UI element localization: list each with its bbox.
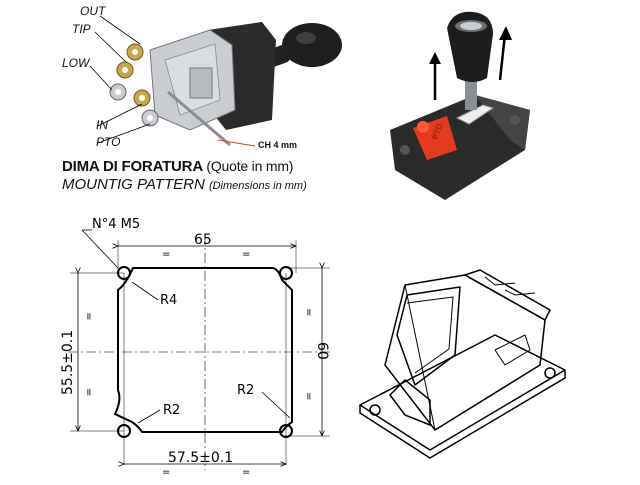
title-english-units: (Dimensions in mm) [208,180,307,192]
radius-r2-bottom: R2 [163,403,180,418]
in-label: IN [96,118,108,132]
dim-60: 60 [314,342,330,360]
eq-right-bottom: = [303,392,314,400]
knob-shape [282,23,342,67]
title-bold: DIMA DI FORATURA [62,158,203,175]
radius-r2-right: R2 [237,383,254,398]
holes-callout: N°4 M5 [92,217,140,232]
title-english: MOUNTIG PATTERN [62,176,205,193]
valve-drawing [89,15,342,147]
low-label: LOW [62,56,90,70]
lever-illustration: PTO [365,0,610,205]
eq-top-right: = [242,249,250,260]
plate-outline [113,267,293,433]
eq-left-top: = [83,312,94,320]
eq-top-left: = [162,249,170,260]
tip-label: TIP [72,22,91,36]
iso-svg [359,269,566,459]
radius-r4: R4 [160,293,177,308]
eq-bottom-right: = [242,467,250,478]
eq-right-top: = [303,308,314,316]
title-line-2: MOUNTIG PATTERN (Dimensions in mm) [62,176,362,193]
mounting-pattern-drawing: N°4 M5 65 57.5±0.1 55.5±0.1 60 R4 R2 R2 … [0,200,340,480]
dim-55-5: 55.5±0.1 [60,330,76,395]
lever-drawing: PTO [390,11,530,200]
eq-left-bottom: = [83,388,94,396]
title-block: DIMA DI FORATURA (Quote in mm) MOUNTIG P… [62,158,362,193]
isometric-housing [345,255,585,465]
valve-illustration: OUT TIP LOW IN PTO CH 4 mm [40,0,360,155]
out-label: OUT [80,4,106,18]
title-units: (Quote in mm) [206,158,294,174]
dim-65: 65 [194,232,212,248]
pto-label: PTO [96,135,121,149]
title-line-1: DIMA DI FORATURA (Quote in mm) [62,158,362,175]
eq-bottom-left: = [162,467,170,478]
dim-57-5: 57.5±0.1 [168,450,233,466]
hole-leader [81,229,119,269]
ch-label: CH 4 mm [258,140,298,150]
drawing-svg: N°4 M5 65 57.5±0.1 55.5±0.1 60 R4 R2 R2 … [60,217,330,478]
